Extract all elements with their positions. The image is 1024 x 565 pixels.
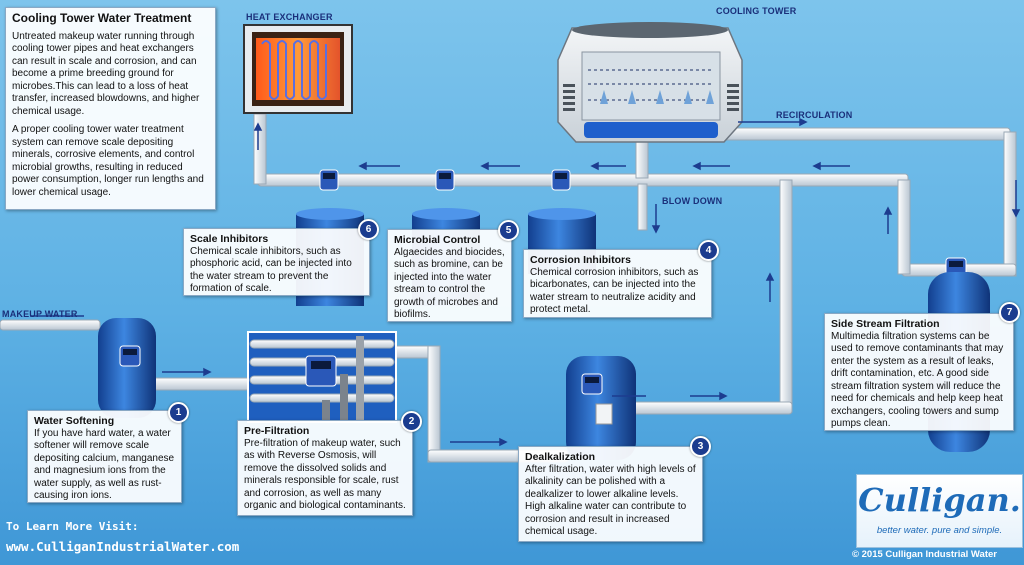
logo-brand: Culligan.	[858, 481, 1021, 519]
culligan-logo: Culligan. better water. pure and simple.	[856, 474, 1023, 548]
flow-arrows	[30, 117, 1021, 447]
website-link[interactable]: www.CulliganIndustrialWater.com	[6, 539, 240, 554]
intro-panel: Cooling Tower Water Treatment Untreated …	[5, 7, 216, 210]
logo-tagline: better water. pure and simple.	[876, 525, 1003, 536]
step-4-badge: 4	[698, 240, 719, 261]
step-1-text: If you have hard water, a water softener…	[34, 427, 175, 502]
step-2-title: Pre-Filtration	[244, 425, 310, 437]
heat-exchanger-label: HEAT EXCHANGER	[246, 12, 333, 22]
step-5-title: Microbial Control	[394, 234, 481, 246]
blow-down-label: BLOW DOWN	[662, 196, 723, 206]
intro-paragraph-1: Untreated makeup water running through c…	[12, 30, 200, 117]
intro-paragraph-2: A proper cooling tower water treatment s…	[12, 124, 204, 198]
step-1-title: Water Softening	[34, 415, 115, 427]
step-5-box: Microbial Control Algaecides and biocide…	[387, 229, 512, 322]
step-4-box: Corrosion Inhibitors Chemical corrosion …	[523, 249, 712, 318]
step-7-badge: 7	[999, 302, 1020, 323]
step-3-box: Dealkalization After filtration, water w…	[518, 446, 703, 542]
step-3-text: After filtration, water with high levels…	[525, 463, 696, 538]
step-7-box: Side Stream Filtration Multimedia filtra…	[824, 313, 1014, 431]
step-4-text: Chemical corrosion inhibitors, such as b…	[530, 266, 699, 316]
step-2-badge: 2	[401, 411, 422, 432]
visit-label: To Learn More Visit:	[6, 520, 139, 533]
step-3-badge: 3	[690, 436, 711, 457]
recirculation-label: RECIRCULATION	[776, 110, 853, 120]
cooling-tower-label: COOLING TOWER	[716, 6, 797, 16]
step-1-badge: 1	[168, 402, 189, 423]
intro-title: Cooling Tower Water Treatment	[12, 11, 192, 25]
step-2-box: Pre-Filtration Pre-filtration of makeup …	[237, 420, 413, 516]
step-2-text: Pre-filtration of makeup water, such as …	[244, 437, 406, 512]
step-6-box: Scale Inhibitors Chemical scale inhibito…	[183, 228, 370, 296]
step-6-text: Chemical scale inhibitors, such as phosp…	[190, 245, 352, 295]
cooling-tower-graphic	[557, 22, 743, 143]
step-6-title: Scale Inhibitors	[190, 233, 269, 245]
step-4-title: Corrosion Inhibitors	[530, 254, 631, 266]
makeup-water-label: MAKEUP WATER	[2, 309, 78, 319]
step-5-badge: 5	[498, 220, 519, 241]
step-5-text: Algaecides and biocides, such as bromine…	[394, 246, 505, 321]
water-softener-graphic	[98, 318, 156, 418]
step-1-box: Water Softening If you have hard water, …	[27, 410, 182, 503]
dealkalizer-graphic	[566, 356, 636, 460]
step-6-badge: 6	[358, 219, 379, 240]
step-7-title: Side Stream Filtration	[831, 318, 940, 330]
heat-exchanger-graphic	[243, 24, 353, 114]
pre-filtration-graphic	[247, 331, 397, 423]
copyright-text: © 2015 Culligan Industrial Water	[852, 549, 997, 560]
step-7-text: Multimedia filtration systems can be use…	[831, 330, 1004, 430]
step-3-title: Dealkalization	[525, 451, 596, 463]
